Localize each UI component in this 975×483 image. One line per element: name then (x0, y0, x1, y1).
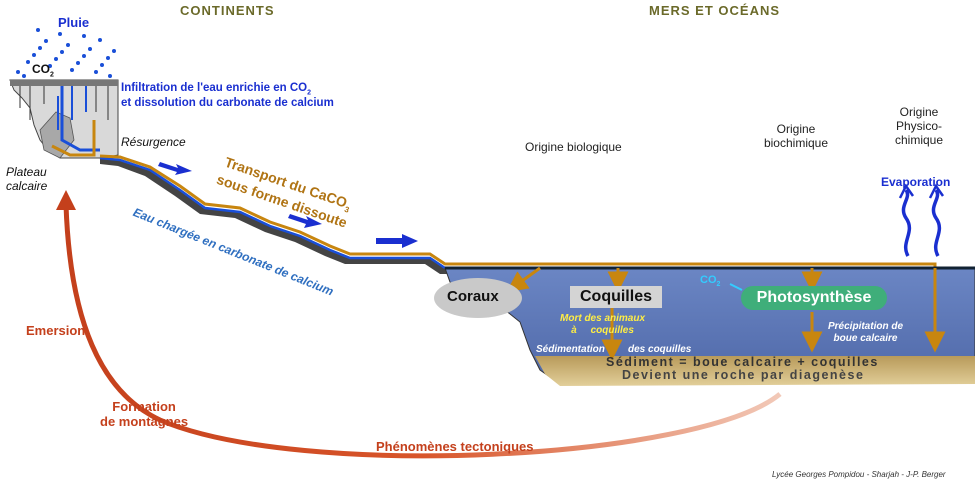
mort-label: Mort des animaux à coquilles (560, 313, 645, 336)
co2-land-sub: 2 (50, 71, 54, 79)
origin-physico-label: Origine Physico- chimique (884, 105, 954, 147)
continents-header: CONTINENTS (180, 3, 275, 18)
resurgence-label: Résurgence (121, 135, 186, 149)
co2-sea-label: CO2 (700, 274, 720, 289)
coraux-ellipse (434, 278, 522, 318)
origin-biochem-label: Origine biochimique (748, 122, 844, 151)
co2-land-label: CO2 (32, 62, 54, 79)
plateau-label: Plateau calcaire (6, 165, 48, 194)
tectonic-cycle-arrow (56, 190, 782, 459)
formation-line2: de montagnes (100, 413, 189, 429)
formation-label: Formation de montagnes (100, 399, 189, 430)
rain-label: Pluie (58, 15, 90, 30)
coquilles-box: Coquilles (570, 286, 662, 308)
co2-sea-sub: 2 (716, 281, 721, 289)
precip-line1: Précipitation de (828, 321, 904, 332)
precipitation-label: Précipitation de boue calcaire (828, 321, 903, 344)
infiltration-label: Infiltration de l'eau enrichie en CO2 et… (121, 82, 334, 111)
origin-physico-2: Physico- (895, 118, 942, 133)
origin-biochem-2: biochimique (763, 135, 829, 150)
evaporation-arrows (898, 183, 945, 257)
co2-sea-text: CO (700, 274, 717, 286)
plateau-line1: Plateau (6, 165, 47, 179)
coquilles-label: Coquilles (579, 288, 652, 305)
river-slope (99, 154, 975, 340)
coraux-label: Coraux (447, 288, 499, 305)
co2-land-text: CO (32, 62, 50, 76)
formation-line1: Formation (112, 399, 176, 414)
sediment-label: Sédiment = boue calcaire + coquilles (606, 355, 879, 369)
evaporation-label: Evaporation (881, 175, 951, 189)
origin-physico-3: chimique (894, 132, 944, 147)
limestone-plateau (9, 79, 119, 159)
infiltration-sub: 2 (307, 89, 312, 97)
rain-drops (16, 28, 116, 78)
sedimentation-label: Sédimentation (536, 344, 605, 355)
des-coquilles-label: des coquilles (628, 344, 692, 355)
photosynthese-box: Photosynthèse (741, 286, 887, 310)
infiltration-line1: Infiltration de l'eau enrichie en CO (121, 82, 308, 94)
credit-text: Lycée Georges Pompidou - Sharjah - J-P. … (772, 470, 946, 479)
diagenese-label: Devient une roche par diagenèse (622, 368, 865, 382)
emersion-label: Emersion (26, 323, 86, 338)
sea-transport-arrows (506, 266, 946, 361)
origin-physico-1: Origine (899, 105, 939, 119)
mort-line2-b: coquilles (590, 324, 634, 336)
mort-line1: Mort des animaux (560, 313, 646, 324)
mort-line2-a: à (571, 324, 577, 336)
origin-bio-label: Origine biologique (525, 140, 622, 154)
infiltration-line2: et dissolution du carbonate de calcium (121, 97, 334, 110)
plateau-line2: calcaire (6, 178, 48, 193)
photosynthese-label: Photosynthèse (756, 289, 872, 306)
tectonique-label: Phénomènes tectoniques (376, 439, 534, 454)
precip-line2: boue calcaire (833, 332, 898, 344)
origin-biochem-1: Origine (776, 122, 816, 136)
seas-header: MERS ET OCÉANS (649, 3, 781, 18)
flow-arrows (158, 162, 743, 291)
